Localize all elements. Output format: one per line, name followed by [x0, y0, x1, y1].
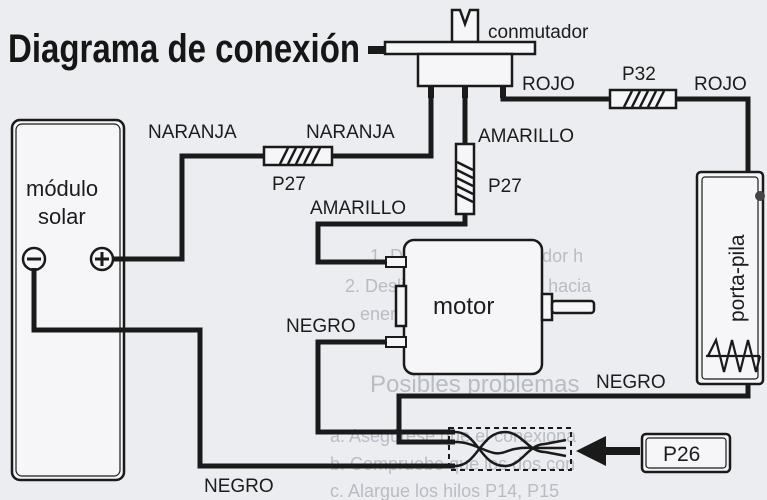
label-negro-battery: NEGRO [596, 372, 666, 393]
label-negro-bottom: NEGRO [204, 476, 274, 497]
wire-negro-motor [315, 339, 455, 435]
p26-label: P26 [663, 443, 700, 466]
wire-rojo-left [500, 96, 610, 102]
connector-p27-horizontal [262, 145, 334, 167]
label-p27-vertical: P27 [488, 176, 522, 197]
switch-body [416, 52, 514, 88]
label-p27-horizontal: P27 [272, 174, 306, 195]
connector-p32 [608, 88, 678, 110]
switch-knob [450, 8, 480, 44]
switch [383, 8, 537, 98]
connector-p27-vertical [454, 142, 476, 216]
wire-negro-battery [396, 383, 751, 445]
solar-plus-terminal [89, 246, 115, 272]
label-p32: P32 [622, 64, 656, 85]
label-amarillo-top: AMARILLO [478, 126, 574, 147]
solar-module-box [10, 118, 126, 482]
motor [385, 238, 596, 376]
label-naranja-right: NARANJA [306, 122, 395, 143]
wire-naranja-right [332, 97, 434, 159]
battery-label: porta-pila [726, 234, 749, 322]
switch-plate [383, 40, 537, 56]
wire-rojo-right [676, 96, 751, 178]
battery-holder-box [695, 170, 765, 386]
wire-amarillo-left [315, 214, 468, 265]
motor-label: motor [433, 293, 494, 320]
solar-minus-terminal [21, 246, 47, 272]
label-naranja-left: NARANJA [148, 122, 237, 143]
p26-box [640, 432, 732, 474]
label-rojo-left: ROJO [522, 74, 575, 95]
solar-module [10, 118, 126, 482]
solar-label-line2: solar [38, 204, 86, 229]
battery-holder [695, 170, 765, 386]
wire-negro-bottom [31, 268, 455, 469]
solar-label-line1: módulo [26, 176, 98, 201]
p26-arrow [576, 436, 640, 466]
label-negro-motor: NEGRO [286, 316, 356, 337]
label-amarillo-left: AMARILLO [310, 198, 406, 219]
motor-shaft [550, 299, 596, 315]
bg-line-6: c. Alargue los hilos P14, P15 [330, 481, 559, 500]
wire-naranja-left [113, 153, 264, 262]
label-rojo-right: ROJO [694, 74, 747, 95]
diagram-title: Diagrama de conexión [8, 27, 360, 71]
battery-spring [706, 336, 762, 373]
switch-label: conmutador [488, 22, 589, 43]
wire-junction [448, 427, 572, 471]
junction-dashed-box [448, 427, 572, 471]
